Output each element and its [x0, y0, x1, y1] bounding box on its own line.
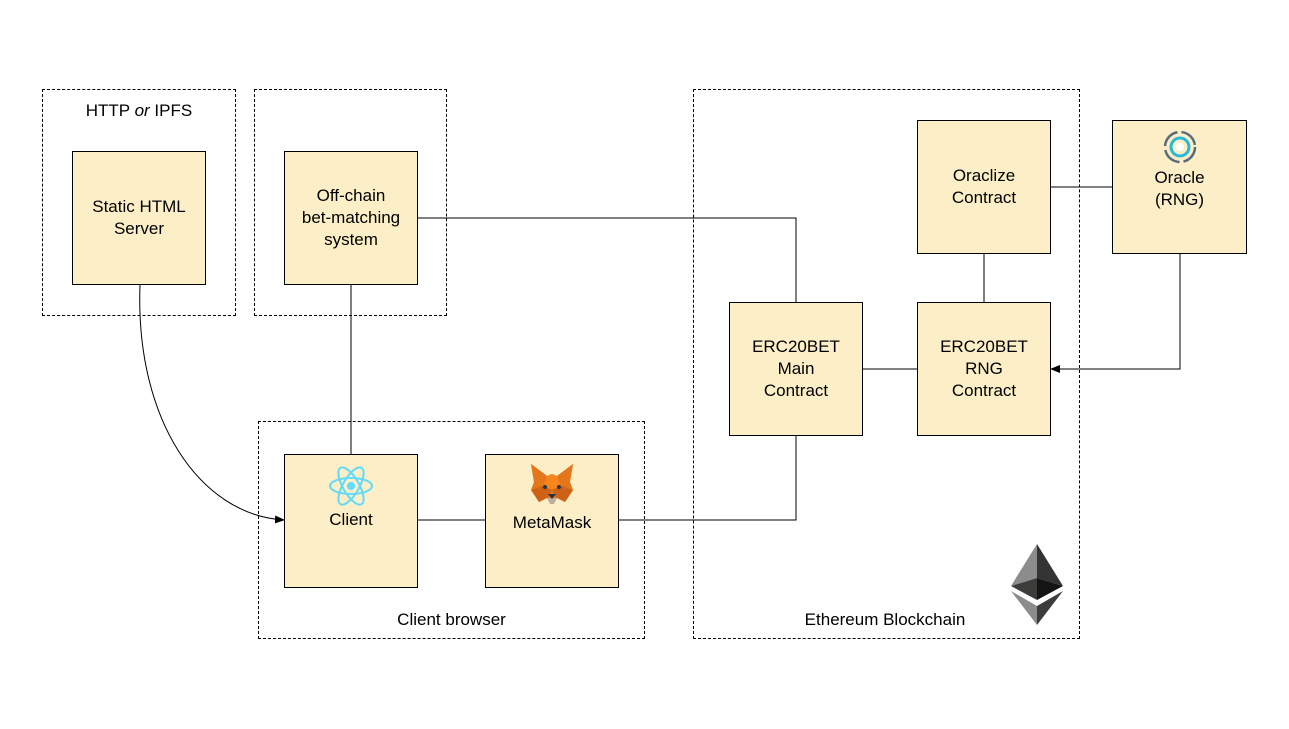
group-offchain: [254, 89, 447, 316]
node-label-line: MetaMask: [512, 513, 592, 532]
node-static-html-server[interactable]: Static HTML Server: [72, 151, 206, 285]
node-erc20bet-rng-contract[interactable]: ERC20BET RNG Contract: [917, 302, 1051, 436]
node-oracle-rng[interactable]: Oracle (RNG): [1112, 120, 1247, 254]
node-label-line: Oraclize: [952, 166, 1016, 185]
connector-static-server-to-client: [139, 284, 285, 524]
node-label-line: Off-chain: [316, 186, 386, 205]
metamask-fox-icon: [531, 464, 573, 504]
node-label-line: (RNG): [1154, 190, 1205, 209]
node-label-line: Main: [777, 359, 815, 378]
connector-metamask-to-main-contract: [618, 435, 797, 521]
node-label-line: RNG: [965, 359, 1003, 378]
node-label-line: Oracle: [1154, 168, 1205, 187]
node-label-line: ERC20BET: [940, 337, 1028, 356]
node-metamask[interactable]: MetaMask: [485, 454, 619, 588]
node-label-line: Server: [113, 219, 165, 238]
connector-oracle-to-rng-contract: [1050, 253, 1181, 373]
group-http-ipfs: [42, 89, 236, 316]
ethereum-diamond-icon: [1011, 544, 1063, 625]
group-client-browser-label: Client browser: [397, 610, 506, 629]
node-label-line: Client: [329, 510, 373, 529]
node-label-line: system: [324, 230, 378, 249]
oraclize-logo-icon: [1163, 130, 1196, 164]
node-client[interactable]: Client: [284, 454, 418, 588]
group-http-ipfs-label: HTTP or IPFS: [85, 101, 193, 120]
connector-offchain-to-main-contract: [417, 217, 797, 302]
node-erc20bet-main-contract[interactable]: ERC20BET Main Contract: [729, 302, 863, 436]
group-ethereum-blockchain: [693, 89, 1080, 639]
node-label-line: ERC20BET: [752, 337, 840, 356]
node-label-line: Contract: [763, 381, 829, 400]
node-oraclize-contract[interactable]: Oraclize Contract: [917, 120, 1051, 254]
node-label-line: Static HTML: [92, 197, 186, 216]
node-label-line: Contract: [951, 381, 1017, 400]
group-ethereum-blockchain-label: Ethereum Blockchain: [804, 610, 966, 629]
node-label-line: Contract: [951, 188, 1017, 207]
node-offchain-bet-matching-system[interactable]: Off-chain bet-matching system: [284, 151, 418, 285]
node-label-line: bet-matching: [301, 208, 401, 227]
react-icon: [329, 466, 373, 506]
group-client-browser: [258, 421, 645, 639]
